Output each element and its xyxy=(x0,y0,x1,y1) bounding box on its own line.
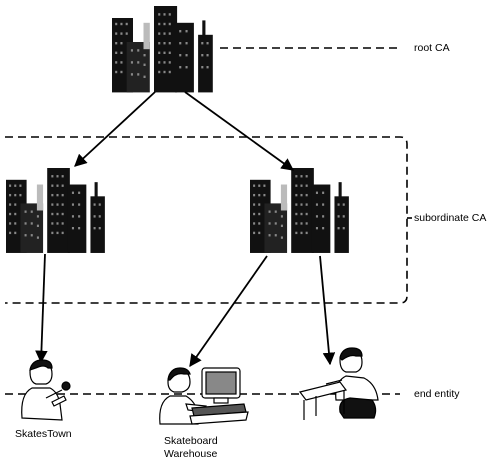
subordinate-ca-left-building-icon xyxy=(6,168,105,253)
desk-person-icon xyxy=(298,347,379,420)
arrow-root-to-right-sub xyxy=(184,91,295,171)
computer-user-icon xyxy=(159,367,249,425)
arrow-right-sub-to-warehouse xyxy=(189,255,268,368)
arrow-left-sub-to-skatestown xyxy=(35,253,48,364)
subordinate-ca-bracket xyxy=(5,136,408,304)
subordinate-ca-label: subordinate CA xyxy=(414,212,487,224)
speaker-person-icon xyxy=(21,359,71,421)
arrow-root-to-left-sub xyxy=(74,91,156,167)
skatestown-label: SkatesTown xyxy=(15,428,72,440)
root-ca-building-icon xyxy=(112,6,213,93)
skateboard-warehouse-label: Skateboard Warehouse xyxy=(164,435,218,460)
end-entity-label: end entity xyxy=(414,388,460,400)
subordinate-ca-right-building-icon xyxy=(250,168,349,253)
arrow-right-sub-to-desk-person xyxy=(319,255,336,366)
root-ca-label: root CA xyxy=(414,42,450,54)
